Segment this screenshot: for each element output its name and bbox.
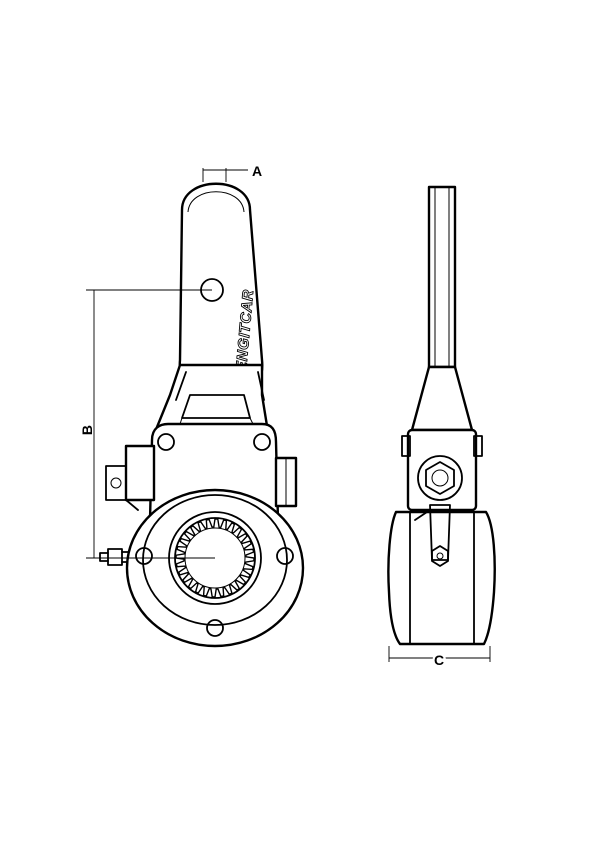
side-grease-nipple xyxy=(431,545,449,567)
dimension-a-label: A xyxy=(252,163,262,179)
housing-bolt-top-right xyxy=(253,433,271,451)
dimension-a: A xyxy=(202,163,262,182)
dimension-b-label: B xyxy=(79,425,95,435)
dimension-c-label: C xyxy=(434,652,444,668)
side-view xyxy=(387,185,496,646)
dimension-c: C xyxy=(388,646,491,670)
front-view: ENGITCAR xyxy=(99,182,305,648)
lower-housing-ring xyxy=(125,488,305,648)
side-lower-disc xyxy=(387,510,496,646)
side-arm xyxy=(427,185,457,369)
dimension-b: B xyxy=(79,289,212,559)
ring-hole-bottom xyxy=(206,619,224,637)
side-hex-bolt xyxy=(417,455,463,501)
ring-hole-right xyxy=(276,547,294,565)
housing-bolt-top-left xyxy=(157,433,175,451)
ring-hole-left xyxy=(135,547,153,565)
